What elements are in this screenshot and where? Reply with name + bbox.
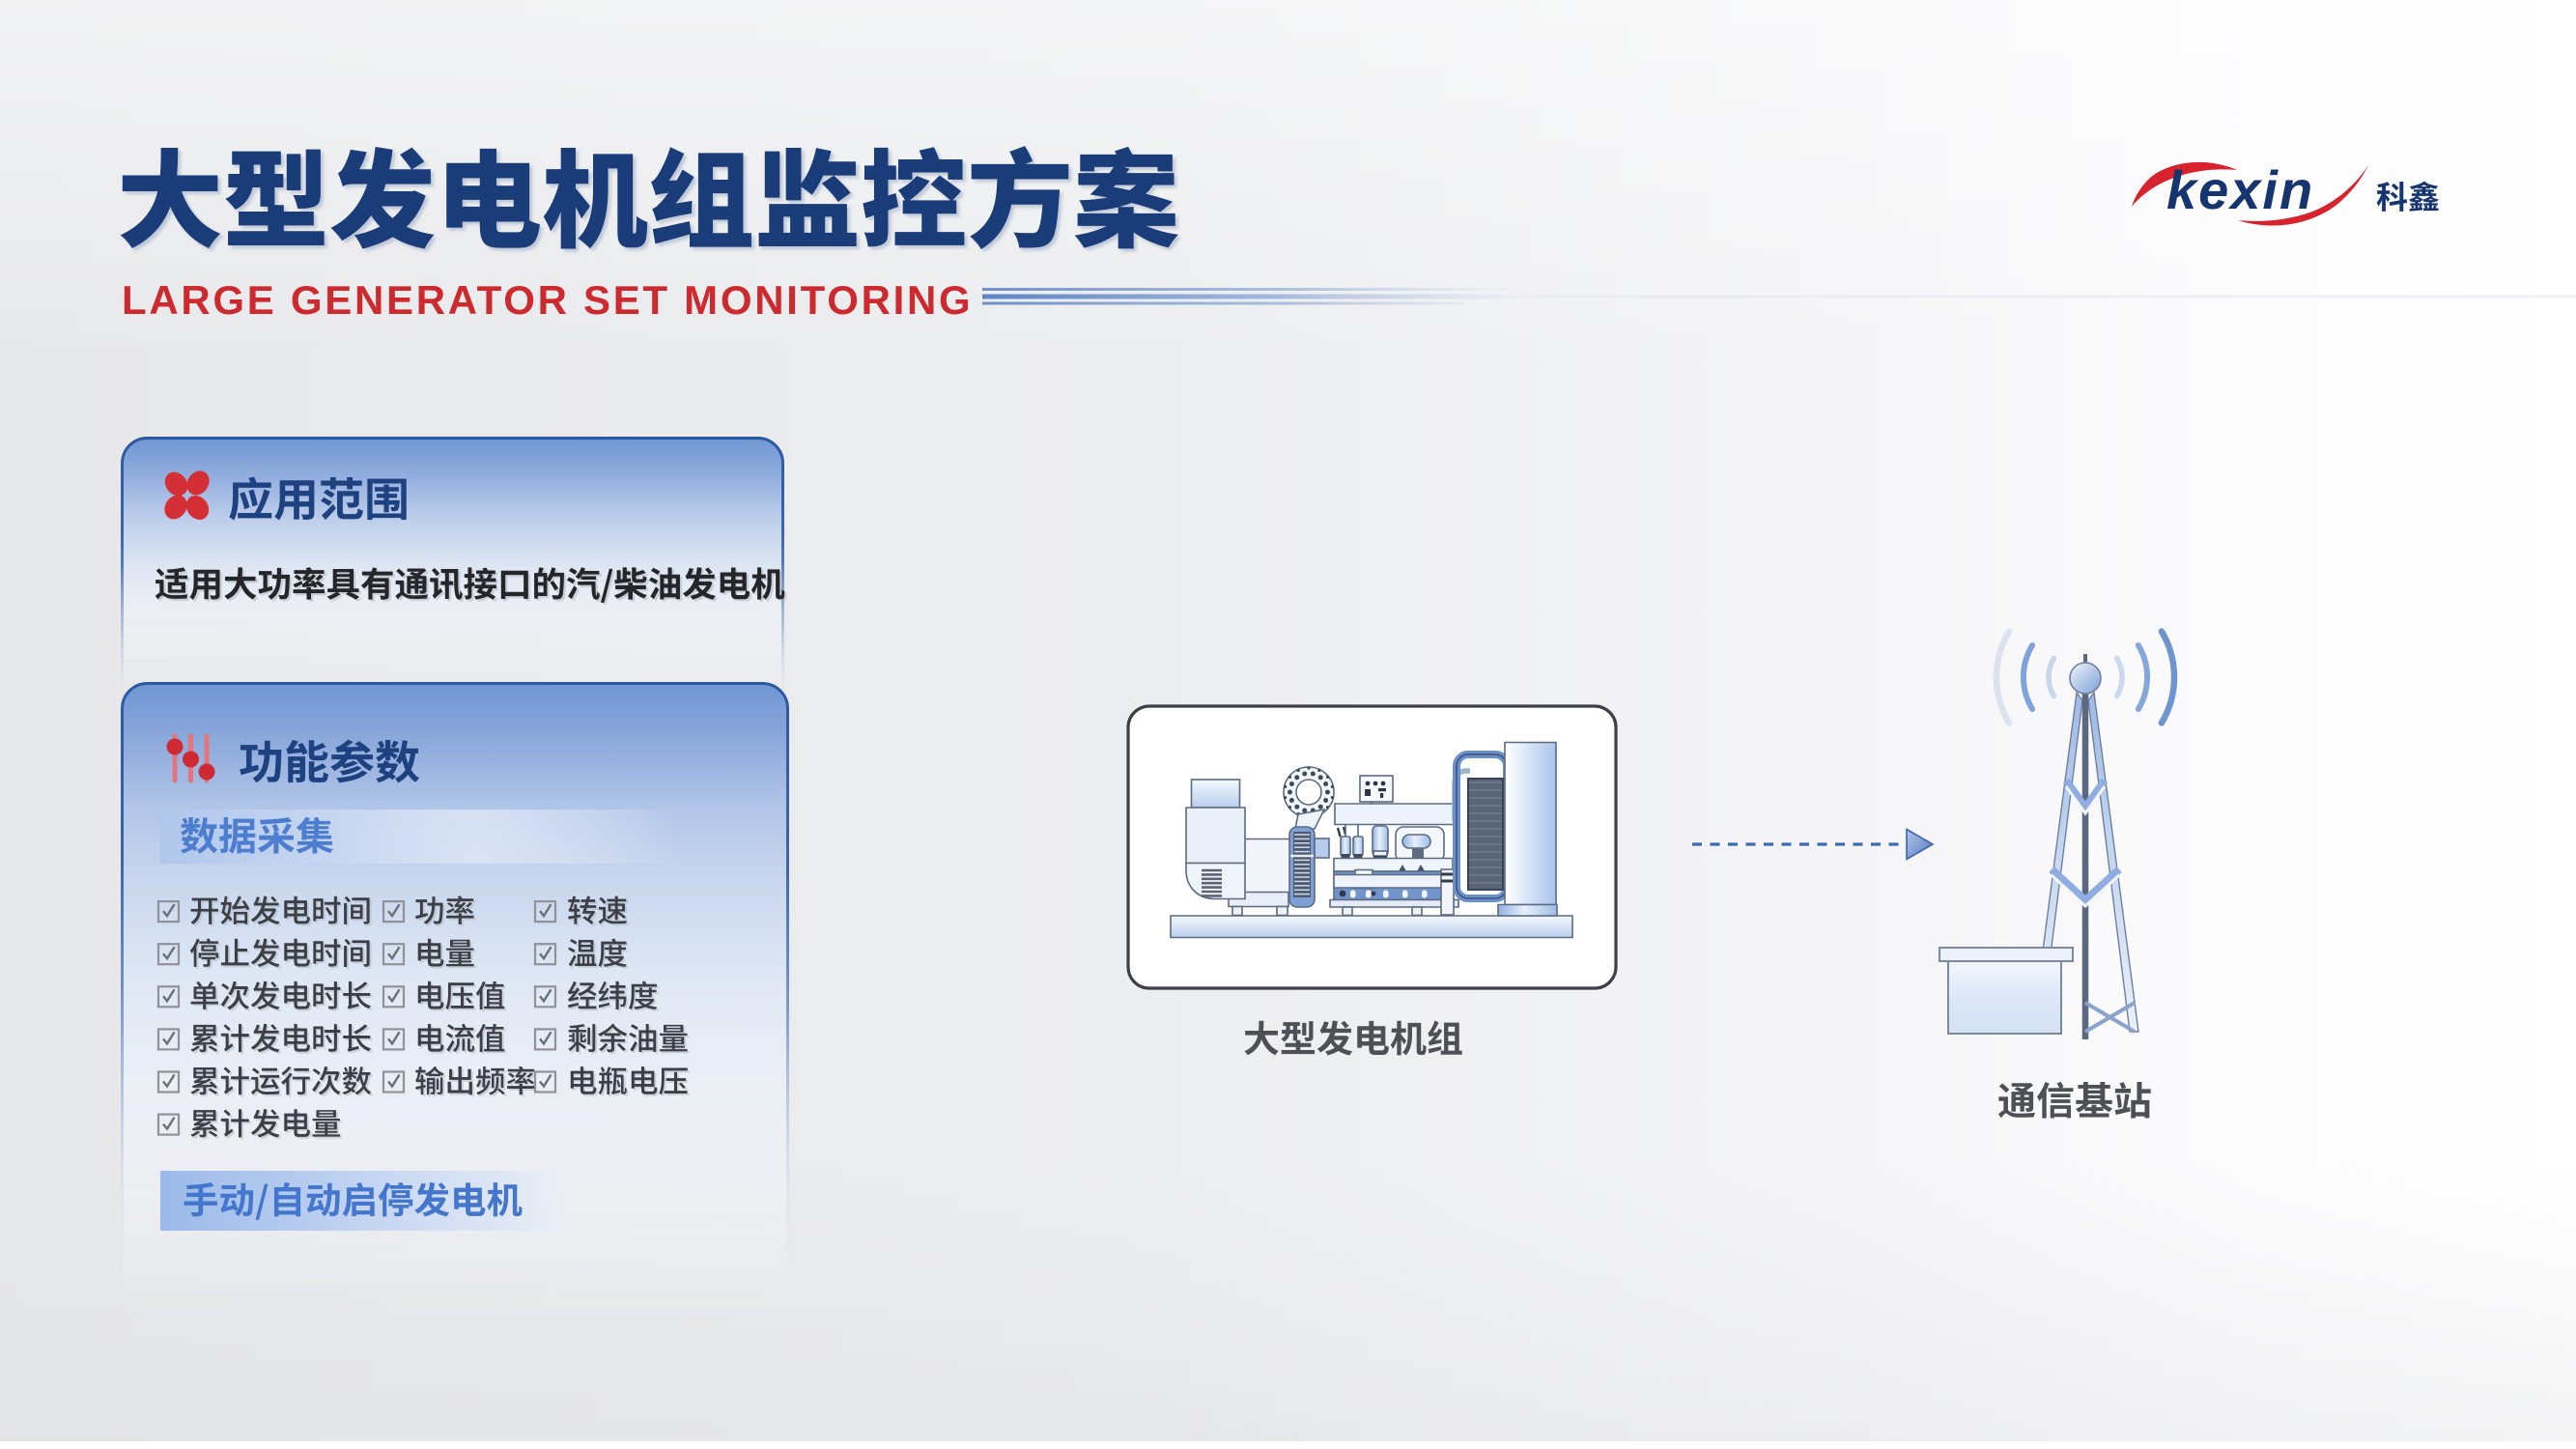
svg-text:kexin: kexin: [2166, 159, 2314, 220]
svg-text:LARGE GENERATOR SET MONITORING: LARGE GENERATOR SET MONITORING: [122, 277, 973, 323]
